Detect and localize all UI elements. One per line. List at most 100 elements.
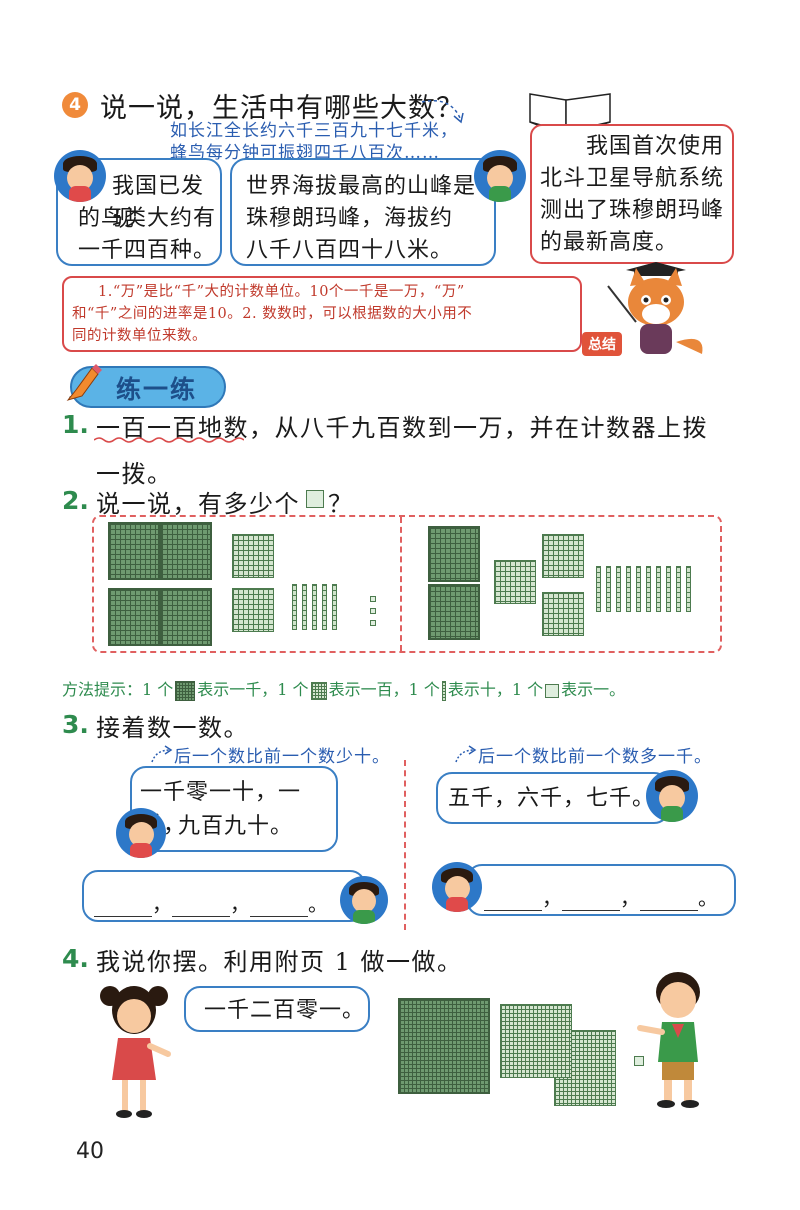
girl-speech-bubble: 我国已发现 的鸟类大约有 一千四百种。 xyxy=(56,158,222,266)
hint-prefix: 方法提示：1 个 xyxy=(62,680,174,699)
girl-figure xyxy=(100,986,171,1118)
question-2-end: ？ xyxy=(328,490,354,518)
answer-blank[interactable] xyxy=(172,897,230,917)
dotted-arrow-icon xyxy=(455,745,477,763)
bubble-line: 我国首次使用 xyxy=(586,134,725,159)
ten-rod xyxy=(636,566,641,612)
period: 。 xyxy=(698,886,718,910)
comma: ， xyxy=(542,886,562,910)
bubble-line: 五千，六千，七千。 xyxy=(448,786,656,811)
bubble-line: 一千四百种。 xyxy=(78,238,217,263)
summary-tag: 总结 xyxy=(582,332,622,356)
ten-rod xyxy=(616,566,621,612)
answer-blank[interactable] xyxy=(94,897,152,917)
open-book-icon xyxy=(529,93,611,137)
ten-rod-icon xyxy=(441,680,446,701)
comma: ， xyxy=(620,886,640,910)
summary-box: 1.“万”是比“千”大的计数单位。10个一千是一万，“万” 和“千”之间的进率是… xyxy=(62,276,582,352)
q3-right-answer-bubble: ， ， 。 xyxy=(466,864,736,916)
question-4-text: 我说你摆。利用附页 1 做一做。 xyxy=(96,948,463,976)
bubble-line: 世界海拔最高的山峰是 xyxy=(246,174,477,199)
bubble-line: 我国已发现 xyxy=(112,174,205,232)
thousand-cube xyxy=(428,526,480,582)
thousand-cube xyxy=(428,584,480,640)
pencil-icon xyxy=(66,364,102,401)
answer-blanks: ， ， 。 xyxy=(484,882,718,911)
ten-rod xyxy=(646,566,651,612)
ten-rod xyxy=(302,584,307,630)
bubble-line: 的最新高度。 xyxy=(540,230,679,255)
ten-rod xyxy=(686,566,691,612)
comma: ， xyxy=(152,892,172,916)
blocks-figure-box xyxy=(92,515,722,653)
boy-avatar xyxy=(474,150,526,202)
ten-rod xyxy=(332,584,337,630)
hundred-flat xyxy=(542,534,584,578)
ten-rod xyxy=(322,584,327,630)
section-number-badge: 4 xyxy=(62,92,88,118)
hundred-flat xyxy=(542,592,584,636)
bubble-line: 九百九十。 xyxy=(178,814,294,839)
unit-cube-icon xyxy=(545,683,560,698)
hint-hundred: 表示一百，1 个 xyxy=(328,680,440,699)
thousand-cube xyxy=(160,522,212,580)
bubble-line: 测出了珠穆朗玛峰 xyxy=(540,198,725,223)
question-number: 2. xyxy=(62,486,89,515)
wavy-underline xyxy=(94,437,244,443)
question-number: 3. xyxy=(62,710,89,739)
q4-speech-bubble: 一千二百零一。 xyxy=(184,986,370,1032)
hint-thousand: 表示一千，1 个 xyxy=(197,680,309,699)
bubble-line: 珠穆朗玛峰，海拔约 xyxy=(246,206,454,231)
q3-right-bubble: 五千，六千，七千。 xyxy=(436,772,670,824)
bubble-line: 的鸟类大约有 xyxy=(78,206,217,231)
dotted-arrow-icon xyxy=(151,745,173,763)
question-1-line2: 一拨。 xyxy=(96,460,173,488)
ten-rod xyxy=(606,566,611,612)
hint-one: 表示一。 xyxy=(561,680,626,699)
dotted-arrow-icon xyxy=(421,100,464,124)
answer-blank[interactable] xyxy=(640,891,698,911)
one-cube xyxy=(370,620,376,626)
comma: ， xyxy=(230,892,250,916)
fox-teacher-icon xyxy=(607,262,703,354)
unit-cube-icon xyxy=(306,490,324,508)
thousand-cube xyxy=(108,588,160,646)
practice-title: 练一练 xyxy=(116,375,198,404)
section-question: 说一说，生活中有哪些大数？ xyxy=(100,93,464,124)
summary-line: 1.“万”是比“千”大的计数单位。10个一千是一万，“万” xyxy=(98,284,465,300)
hundred-flat xyxy=(500,1004,572,1078)
answer-blank[interactable] xyxy=(562,891,620,911)
hundred-flat-icon xyxy=(310,681,327,700)
book-fact-bubble: 我国首次使用 北斗卫星导航系统 测出了珠穆朗玛峰 的最新高度。 xyxy=(530,124,734,264)
ten-rod xyxy=(676,566,681,612)
example-note-line1: 如长江全长约六千三百九十七千米， xyxy=(170,121,458,141)
boy-avatar xyxy=(646,770,698,822)
ten-rod xyxy=(666,566,671,612)
summary-line: 同的计数单位来数。 xyxy=(72,328,207,344)
boy-speech-bubble: 世界海拔最高的山峰是 珠穆朗玛峰，海拔约 八千八百四十八米。 xyxy=(230,158,496,266)
thousand-cube xyxy=(398,998,490,1094)
bubble-line: 一千二百零一。 xyxy=(204,998,366,1023)
girl-avatar xyxy=(54,150,106,202)
ten-rod xyxy=(312,584,317,630)
q3-left-answer-bubble: ，，。 xyxy=(82,870,366,922)
girl-avatar xyxy=(432,862,482,912)
answer-blank[interactable] xyxy=(484,891,542,911)
ten-rod xyxy=(596,566,601,612)
one-cube xyxy=(634,1056,644,1066)
girl-avatar xyxy=(116,808,166,858)
thousand-cube xyxy=(160,588,212,646)
hundred-flat xyxy=(232,534,274,578)
page-number: 40 xyxy=(76,1139,104,1164)
question-3-text: 接着数一数。 xyxy=(96,714,249,742)
bubble-line: 八千八百四十八米。 xyxy=(246,238,454,263)
thousand-cube xyxy=(108,522,160,580)
answer-blank[interactable] xyxy=(250,897,308,917)
summary-line: 和“千”之间的进率是10。2. 数数时，可以根据数的大小用不 xyxy=(72,306,473,322)
bubble-line: 北斗卫星导航系统 xyxy=(540,166,725,191)
thousand-cube-icon xyxy=(175,680,196,701)
ten-rod xyxy=(626,566,631,612)
question-2-text: 说一说，有多少个 xyxy=(96,490,300,518)
question-1-line1: 一百一百地数，从八千九百数到一万，并在计数器上拨 xyxy=(96,414,708,442)
hundred-flat xyxy=(494,560,536,604)
